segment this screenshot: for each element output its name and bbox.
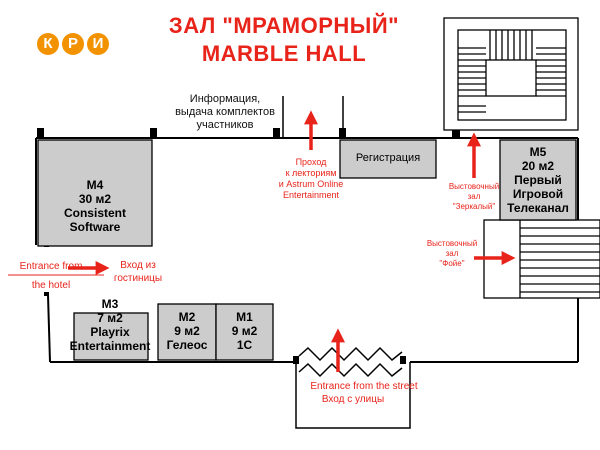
stand-m1-company: 1С <box>236 338 253 352</box>
logo-letter-k: К <box>37 33 59 55</box>
stand-m3-area: 7 м2 <box>97 311 123 325</box>
registration-label: Регистрация <box>355 152 421 164</box>
stand-m4 <box>37 139 153 247</box>
staircase-upper <box>443 17 579 131</box>
hall-title-ru: ЗАЛ "МРАМОРНЫЙ" <box>168 13 400 38</box>
stand-m1 <box>215 303 274 361</box>
info-desk-label: Информация, выдача комплектов участников <box>175 93 275 131</box>
hall-title-en: MARBLE HALL <box>201 41 367 66</box>
stand-m3-company-1: Playrix <box>90 325 130 339</box>
stand-m4-label: M4 30 м2 Consistent Software <box>38 178 152 234</box>
entrance-hotel-ru: Вход из гостиницы <box>113 260 163 284</box>
stand-m4-company-1: Consistent <box>63 206 126 220</box>
entrance-street-en: Entrance from the street <box>310 381 418 392</box>
entrance-street-ru: Вход с улицы <box>321 394 385 405</box>
direction-arrows <box>68 110 516 372</box>
stand-m5-area: 20 м2 <box>521 159 555 173</box>
stand-m2-id: M2 <box>178 310 196 324</box>
stand-m4-area: 30 м2 <box>78 192 112 206</box>
mirror-hall-label: Выстовочный зал "Зеркалый" <box>448 182 500 211</box>
stand-m2 <box>157 303 217 361</box>
stand-m3-company-2: Entertainment <box>69 339 151 353</box>
stand-m2-label: M2 9 м2 Гелеос <box>158 310 216 352</box>
entrance-hotel-en: Entrance from the hotel <box>19 261 83 291</box>
stand-m4-id: M4 <box>86 178 104 192</box>
stand-m4-company-2: Software <box>69 220 121 234</box>
info-passage <box>282 96 344 138</box>
lecture-passage-label: Проход к лекториям и Astrum Online Enter… <box>278 157 344 200</box>
stand-m3-id: M3 <box>101 297 119 311</box>
stand-m2-company: Гелеос <box>166 338 208 352</box>
stand-m3-label: M3 7 м2 Playrix Entertainment <box>60 297 160 353</box>
stand-m5-company-2: Игровой <box>512 187 564 201</box>
foyer-hall-label: Выстовочный зал "Фойе" <box>426 239 478 268</box>
registration-desk <box>339 139 437 179</box>
stand-m1-label: M1 9 м2 1С <box>216 310 273 352</box>
stand-m5-id: M5 <box>529 145 547 159</box>
stand-m2-area: 9 м2 <box>174 324 200 338</box>
stand-m5-company-3: Телеканал <box>507 201 569 215</box>
stand-m5 <box>499 139 577 221</box>
west-wall-lower <box>47 294 51 363</box>
stand-m5-label: M5 20 м2 Первый Игровой Телеканал <box>500 145 576 215</box>
stands <box>37 139 577 361</box>
street-entrance <box>295 346 411 429</box>
stand-m1-id: M1 <box>236 310 253 324</box>
stand-m1-area: 9 м2 <box>231 324 258 338</box>
stand-m3 <box>73 312 149 361</box>
logo-letter-i: И <box>87 33 109 55</box>
logo-letter-r: Р <box>62 33 84 55</box>
stand-m5-company-1: Первый <box>514 173 562 187</box>
